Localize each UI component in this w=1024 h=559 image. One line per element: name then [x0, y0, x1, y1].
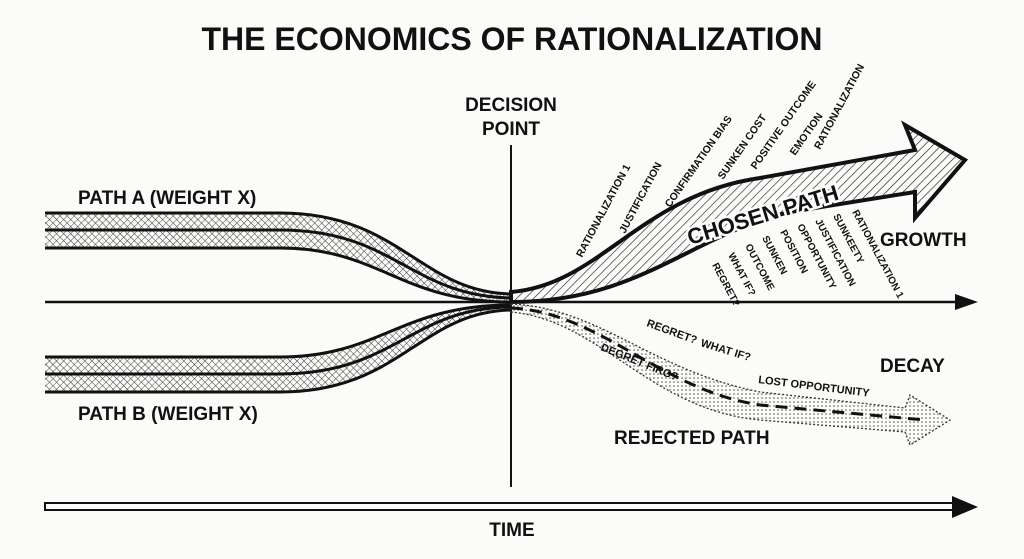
decay-label: DECAY — [880, 356, 945, 377]
path-b-band — [45, 303, 512, 394]
time-arrowhead-icon — [952, 496, 978, 518]
decision-label-1: DECISION — [465, 95, 557, 116]
growth-label: GROWTH — [880, 230, 967, 251]
decision-label-2: POINT — [482, 119, 540, 140]
rejected-path-label: REJECTED PATH — [614, 428, 770, 449]
rejected-label: WHAT IF? — [699, 337, 752, 364]
title: THE ECONOMICS OF RATIONALIZATION — [202, 21, 823, 57]
time-axis — [44, 496, 978, 518]
axis-arrowhead-icon — [955, 294, 978, 310]
rejected-path-arrow — [510, 303, 952, 446]
path-b-label: PATH B (WEIGHT X) — [78, 404, 258, 425]
rejected-label: REGRET? — [645, 318, 699, 347]
chosen-path-arrow — [509, 120, 969, 305]
path-a-band — [45, 211, 512, 304]
chosen-label: RATIONALIZATION — [812, 62, 867, 151]
path-a-label: PATH A (WEIGHT X) — [78, 188, 256, 209]
time-label: TIME — [489, 520, 534, 541]
